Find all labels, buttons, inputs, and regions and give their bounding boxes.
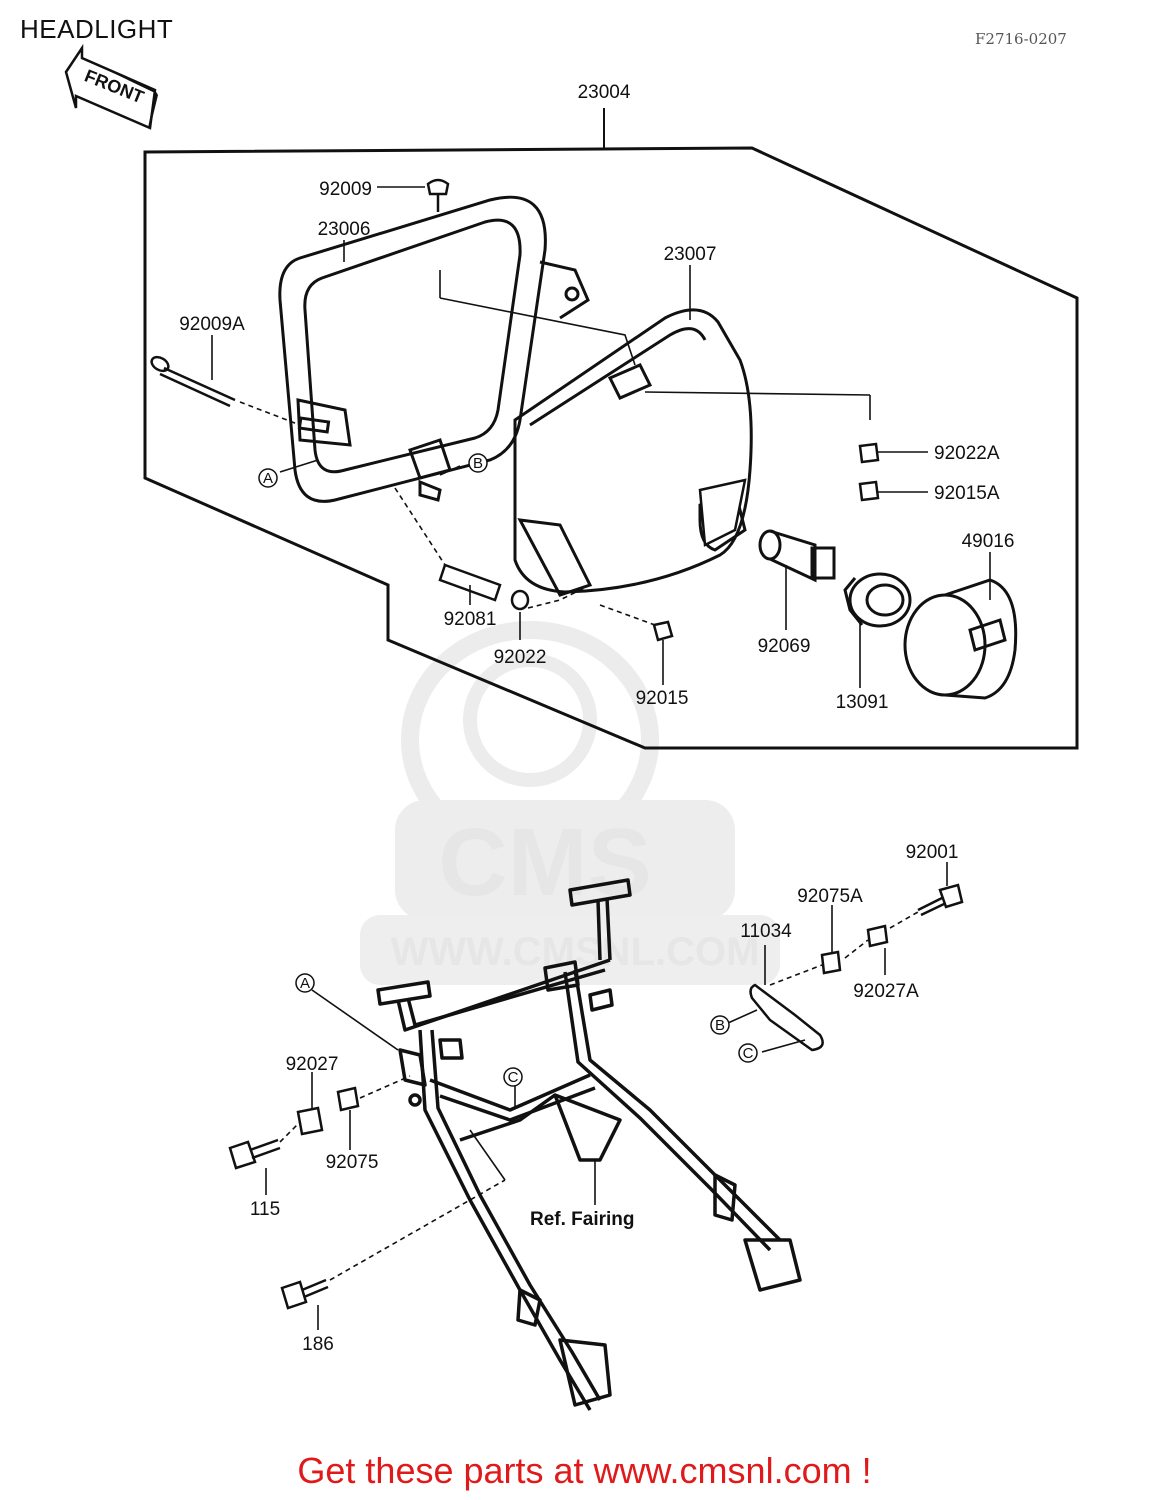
- ref-marker-b-bracket: B: [710, 1015, 730, 1035]
- diagram-title: HEADLIGHT: [20, 14, 174, 44]
- label-92022a: 92022A: [934, 443, 1000, 464]
- svg-text:A: A: [300, 975, 310, 992]
- label-ref-fairing: Ref. Fairing: [530, 1209, 635, 1230]
- leader-lines-top: [211, 186, 991, 688]
- label-11034: 11034: [740, 921, 792, 942]
- watermark-brand: CMS: [438, 809, 651, 916]
- diagram-code: F2716-0207: [975, 30, 1067, 48]
- svg-text:B: B: [473, 455, 483, 472]
- label-92009: 92009: [319, 179, 372, 200]
- ref-marker-c-plate: C: [738, 1043, 758, 1063]
- headlight-unit: [513, 308, 753, 597]
- label-13091: 13091: [836, 692, 889, 713]
- bulb: [758, 529, 836, 583]
- svg-text:C: C: [508, 1069, 519, 1086]
- label-92015: 92015: [636, 688, 689, 709]
- bracket-fasteners: [228, 883, 964, 1310]
- label-92022: 92022: [494, 647, 547, 668]
- label-92075a: 92075A: [797, 886, 863, 907]
- label-92027a: 92027A: [853, 981, 919, 1002]
- cms-watermark: CMS WWW.CMSNL.COM: [360, 621, 780, 985]
- label-186: 186: [302, 1334, 334, 1355]
- label-92009a: 92009A: [179, 314, 245, 335]
- label-23004: 23004: [578, 82, 631, 103]
- headlight-bracket: [376, 878, 802, 1411]
- svg-text:B: B: [715, 1017, 725, 1034]
- ref-marker-a-top: A: [258, 468, 278, 488]
- assembly-boundary: [143, 108, 1079, 750]
- bulb-socket: [843, 572, 912, 628]
- svg-text:A: A: [263, 470, 273, 487]
- label-92015a: 92015A: [934, 483, 1000, 504]
- label-23006: 23006: [318, 219, 371, 240]
- label-115: 115: [250, 1199, 280, 1220]
- label-49016: 49016: [962, 531, 1015, 552]
- label-92069: 92069: [758, 636, 811, 657]
- dust-cover: [903, 578, 1018, 700]
- leader-lines-bracket: [265, 862, 948, 1330]
- label-92027: 92027: [286, 1054, 339, 1075]
- label-92001: 92001: [906, 842, 959, 863]
- label-23007: 23007: [664, 244, 717, 265]
- ref-marker-a-bracket: A: [295, 973, 315, 993]
- part-labels: 23004 92009 23006 23007 92009A 92022A 92…: [179, 82, 1014, 1355]
- headlight-rim: [278, 195, 590, 503]
- label-92075: 92075: [326, 1152, 379, 1173]
- front-arrow-icon: FRONT: [64, 43, 158, 130]
- ref-marker-b-top: B: [468, 453, 488, 473]
- ref-marker-c-bracket: C: [503, 1067, 523, 1087]
- svg-text:C: C: [743, 1045, 754, 1062]
- small-fasteners: [150, 178, 880, 642]
- label-92081: 92081: [444, 609, 497, 630]
- reference-markers: A B A B C C: [258, 453, 758, 1087]
- footer-promo-link[interactable]: Get these parts at www.cmsnl.com !: [297, 1450, 872, 1491]
